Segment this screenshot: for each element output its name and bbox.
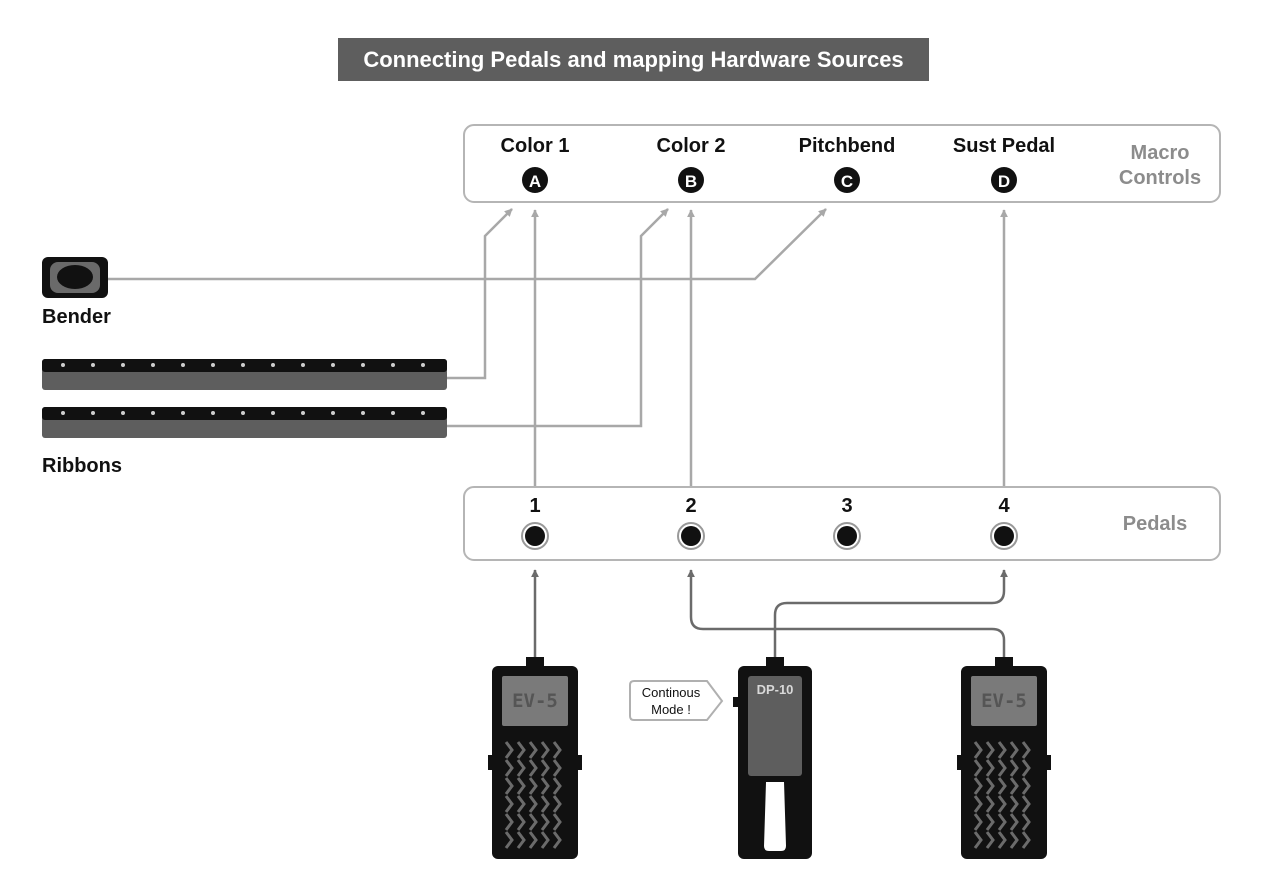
pedal-jack-2[interactable]: 2 — [677, 495, 705, 550]
page-title: Connecting Pedals and mapping Hardware S… — [338, 38, 929, 81]
pedals-panel-label: Pedals — [1123, 513, 1187, 535]
macro-letter-a: A — [529, 172, 541, 191]
ribbon-1-dots — [61, 363, 425, 367]
cable-ev5-right-to-jack2 — [687, 569, 1006, 657]
dp10-model-label: DP-10 — [757, 682, 794, 697]
macro-letter-c: C — [841, 172, 853, 191]
ribbons-label: Ribbons — [42, 455, 122, 477]
pedal-jack-4-label: 4 — [998, 495, 1010, 517]
macro-color1[interactable]: Color 1 A — [501, 135, 570, 193]
ribbon-2-dots — [61, 411, 425, 415]
ev5-pedal-right[interactable]: EV-5 — [957, 657, 1051, 859]
jack-socket-icon — [837, 526, 857, 546]
macro-controls-panel: Macro Controls Color 1 A Color 2 B Pitch… — [463, 124, 1221, 203]
pedal-jack-4[interactable]: 4 — [990, 495, 1018, 550]
pedal-jack-3-label: 3 — [841, 495, 852, 517]
ribbon-1[interactable] — [42, 359, 447, 390]
ev5-right-model-label: EV-5 — [981, 690, 1027, 712]
dp10-pedal[interactable]: DP-10 — [733, 657, 812, 859]
macro-badge-a — [522, 167, 548, 193]
connector-bender-to-pitchbend — [108, 208, 827, 281]
callout-line2: Mode ! — [651, 702, 691, 717]
dp10-plate — [764, 782, 786, 851]
macro-sust-pedal[interactable]: Sust Pedal D — [953, 135, 1055, 193]
macro-badge-d — [991, 167, 1017, 193]
bender-label: Bender — [42, 306, 111, 328]
pedal-tread-icon — [504, 741, 562, 849]
macro-pitchbend[interactable]: Pitchbend C — [799, 135, 896, 193]
macro-badge-b — [678, 167, 704, 193]
macro-controls-label-line1: Macro — [1131, 142, 1190, 164]
ev5-left-model-label: EV-5 — [512, 690, 558, 712]
connector-ribbon1-to-color1 — [447, 208, 513, 380]
callout-line1: Continous — [642, 685, 701, 700]
pedal-jack-1-label: 1 — [529, 495, 540, 517]
jack-socket-icon — [681, 526, 701, 546]
macro-letter-b: B — [685, 172, 697, 191]
macro-badge-c — [834, 167, 860, 193]
ribbon-2[interactable] — [42, 407, 447, 438]
macro-controls-label-line2: Controls — [1119, 167, 1201, 189]
macro-label-sust-pedal: Sust Pedal — [953, 135, 1055, 157]
pedal-tread-icon — [973, 741, 1031, 849]
cable-dp10-to-jack4 — [773, 569, 1008, 657]
continuous-mode-callout: Continous Mode ! — [629, 680, 724, 721]
pedal-cables — [531, 569, 1008, 657]
bender-device[interactable] — [42, 257, 108, 298]
macro-label-color2: Color 2 — [657, 135, 726, 157]
jack-socket-icon — [994, 526, 1014, 546]
macro-letter-d: D — [998, 172, 1010, 191]
pedals-panel: Pedals 1 2 3 4 — [463, 486, 1221, 561]
jack-socket-icon — [525, 526, 545, 546]
macro-label-pitchbend: Pitchbend — [799, 135, 896, 157]
connection-lines — [108, 208, 1008, 487]
ev5-pedal-left[interactable]: EV-5 — [488, 657, 582, 859]
connector-ribbon2-to-color2 — [447, 208, 669, 428]
macro-color2[interactable]: Color 2 B — [657, 135, 726, 193]
macro-label-color1: Color 1 — [501, 135, 570, 157]
pedal-jack-2-label: 2 — [685, 495, 696, 517]
pedal-jack-1[interactable]: 1 — [521, 495, 549, 550]
pedal-jack-3[interactable]: 3 — [833, 495, 861, 550]
